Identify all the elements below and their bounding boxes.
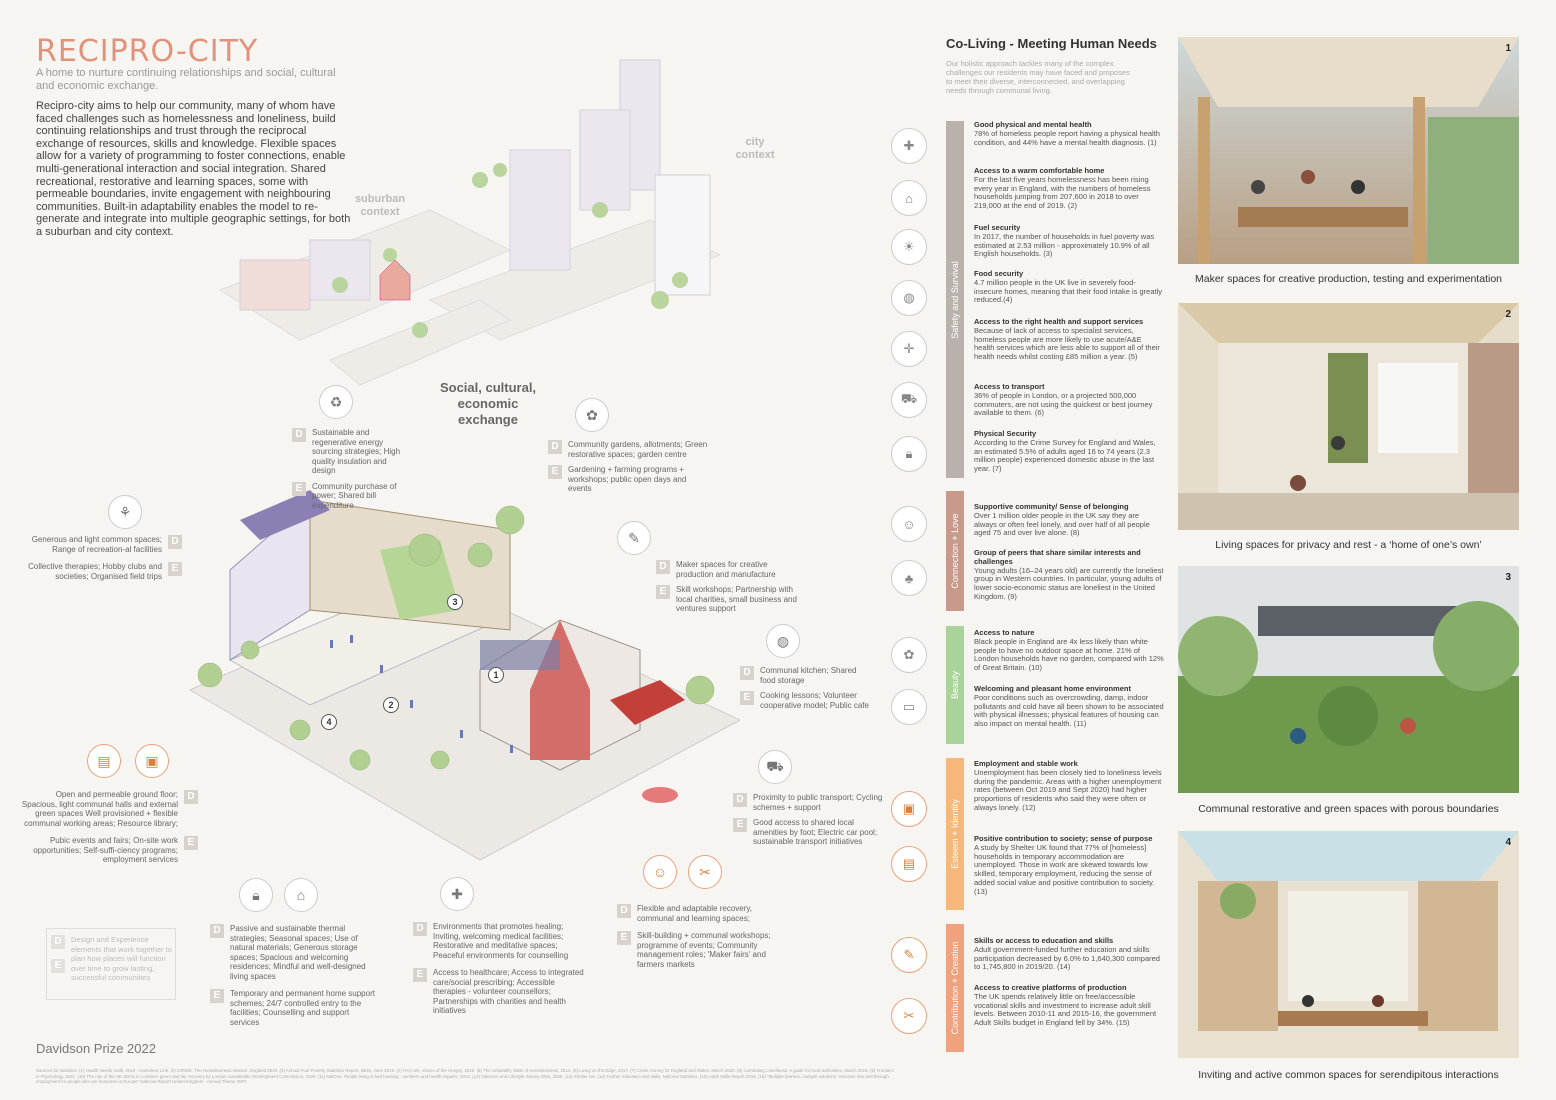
padlock-icon: 🔒︎ bbox=[891, 436, 927, 472]
garden-icon: ✿ bbox=[575, 398, 609, 432]
community-icon: ☺ bbox=[643, 855, 677, 889]
support-icon: ✛ bbox=[891, 331, 927, 367]
house-icon: ⌂ bbox=[891, 180, 927, 216]
intro-text: Recipro-city aims to help our community,… bbox=[36, 100, 351, 238]
suburban-label: suburban context bbox=[354, 193, 406, 218]
need-peers: Group of peers that share similar intere… bbox=[974, 548, 1164, 601]
easel-icon: ▤ bbox=[891, 846, 927, 882]
recreation-icon: ⚘ bbox=[108, 495, 142, 529]
caption-4: Inviting and active common spaces for se… bbox=[1198, 1069, 1499, 1081]
band-esteem: Esteem + Identity bbox=[946, 758, 964, 910]
photo-living-space: 2 bbox=[1178, 303, 1519, 530]
work-briefcase-icon: ▣ bbox=[891, 791, 927, 827]
need-belonging: Supportive community/ Sense of belonging… bbox=[974, 502, 1150, 538]
briefcase-icon: ▣ bbox=[135, 744, 169, 778]
tools-icon: ✂ bbox=[688, 855, 722, 889]
band-safety: Safety and Survival bbox=[946, 121, 964, 478]
lock-icon: 🔒︎ bbox=[239, 878, 273, 912]
marker-4: 4 bbox=[321, 714, 337, 730]
education-icon: ✎ bbox=[891, 937, 927, 973]
annotation-recreation: Generous and light common spaces; Range … bbox=[20, 535, 182, 581]
nature-icon: ✿ bbox=[891, 637, 927, 673]
photo-green-space: 3 bbox=[1178, 566, 1519, 793]
need-skills: Skills or access to education and skills… bbox=[974, 936, 1160, 972]
exchange-heading: Social, cultural, economic exchange bbox=[439, 380, 537, 427]
prize-label: Davidson Prize 2022 bbox=[36, 1041, 156, 1056]
context-illustration bbox=[218, 59, 720, 386]
annotation-ground-floor: Open and permeable ground floor; Spaciou… bbox=[20, 790, 198, 865]
need-creative: Access to creative platforms of producti… bbox=[974, 983, 1157, 1028]
photo-common-space: 4 bbox=[1178, 831, 1519, 1058]
people-icon: ☺ bbox=[891, 506, 927, 542]
medical-icon: ✚ bbox=[440, 877, 474, 911]
legend-box: D Design and Experience elements that wo… bbox=[46, 928, 176, 1000]
main-building-illustration bbox=[188, 490, 740, 861]
creative-tools-icon: ✂ bbox=[891, 998, 927, 1034]
pot-icon: ◍ bbox=[891, 280, 927, 316]
caption-2: Living spaces for privacy and rest - a ‘… bbox=[1215, 539, 1482, 551]
sources-footnote: Sources for statistics: (1) Health Needs… bbox=[36, 1068, 894, 1085]
marker-2: 2 bbox=[383, 697, 399, 713]
page-title: RECIPRO-CITY bbox=[36, 34, 259, 69]
right-title: Co-Living - Meeting Human Needs bbox=[946, 36, 1157, 51]
city-label: city context bbox=[735, 136, 775, 161]
bed-icon: ▭ bbox=[891, 689, 927, 725]
caption-3: Communal restorative and green spaces wi… bbox=[1198, 803, 1499, 815]
home-icon: ⌂ bbox=[284, 878, 318, 912]
maker-icon: ✎ bbox=[617, 521, 651, 555]
marker-1: 1 bbox=[488, 667, 504, 683]
energy-hand-icon: ☀ bbox=[891, 229, 927, 265]
band-contribution: Contribution + Creation bbox=[946, 924, 964, 1052]
group-icon: ♣ bbox=[891, 560, 927, 596]
band-connection: Connection + Love bbox=[946, 491, 964, 611]
bus-icon: ⛟ bbox=[891, 382, 927, 418]
photo-maker-space: 1 bbox=[1178, 37, 1519, 264]
band-beauty: Beauty bbox=[946, 626, 964, 744]
marker-3: 3 bbox=[447, 594, 463, 610]
need-purpose: Positive contribution to society; sense … bbox=[974, 834, 1155, 896]
right-subtitle: Our holistic approach tackles many of th… bbox=[946, 59, 1130, 95]
caption-1: Maker spaces for creative production, te… bbox=[1195, 273, 1502, 285]
presentation-icon: ▤ bbox=[87, 744, 121, 778]
transport-icon: ⛟ bbox=[758, 750, 792, 784]
energy-icon: ♻ bbox=[319, 385, 353, 419]
health-kit-icon: ✚ bbox=[891, 128, 927, 164]
need-services: Access to the right health and support s… bbox=[974, 317, 1160, 362]
kitchen-icon: ◍ bbox=[766, 624, 800, 658]
page-subtitle: A home to nurture continuing relationshi… bbox=[36, 67, 336, 92]
